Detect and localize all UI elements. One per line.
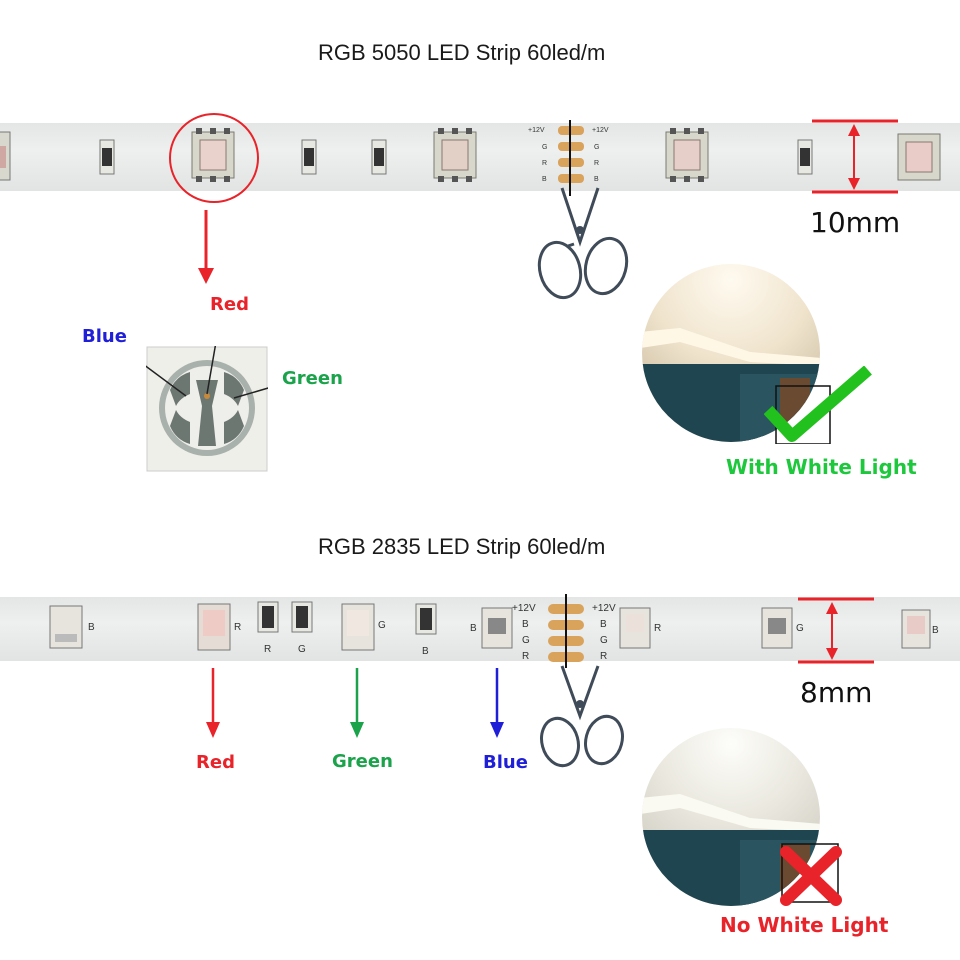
pad-label-left: R — [542, 160, 548, 167]
scissors-icon — [537, 187, 629, 300]
pad-label-left: G — [542, 144, 548, 151]
led-chip-2835 — [619, 607, 651, 649]
arrow-green — [350, 668, 364, 738]
pad-label-left: R — [522, 651, 530, 662]
pad-label-left: +12V — [528, 127, 545, 134]
width-marker-2835 — [798, 597, 874, 664]
strip-2835-components — [49, 594, 931, 668]
resistor — [99, 139, 813, 175]
pad-label-right: +12V — [592, 603, 616, 614]
pad-label-left: +12V — [512, 603, 536, 614]
white-light-room-image — [642, 264, 831, 444]
arrow-blue — [490, 668, 504, 738]
label-green-5050: Green — [282, 368, 343, 389]
chip-5050-zoom — [146, 346, 268, 472]
label-red-5050: Red — [210, 294, 249, 315]
label-blue-2835: Blue — [483, 752, 528, 773]
chip-letter: B — [88, 622, 95, 633]
led-chip-2835 — [481, 607, 513, 649]
label-red-2835: Red — [196, 752, 235, 773]
scissors-icon — [540, 665, 624, 768]
led-chip-5050 — [665, 128, 709, 182]
chip-letter: R — [264, 644, 272, 655]
led-chip-5050 — [897, 133, 941, 181]
led-chip-2835 — [341, 603, 375, 651]
led-chip-2835 — [761, 607, 793, 649]
led-chip-5050 — [0, 131, 11, 181]
pad-label-right: R — [600, 651, 608, 662]
chip-letter: G — [796, 623, 804, 634]
cross-icon — [780, 846, 842, 906]
chip-letter: B — [932, 625, 939, 636]
label-green-2835: Green — [332, 751, 393, 772]
led-chip-5050 — [191, 128, 235, 182]
pad-label-left: B — [522, 619, 529, 630]
led-chip-2835 — [197, 603, 231, 651]
led-chip-5050 — [433, 128, 477, 182]
strip-5050-components — [0, 120, 941, 196]
pad-label-left: G — [522, 635, 530, 646]
pad-label-right: +12V — [592, 127, 609, 134]
led-chip-2835 — [49, 605, 83, 649]
with-white-light-caption: With White Light — [726, 455, 917, 479]
pad-label-right: G — [594, 144, 600, 151]
chip-letter: R — [234, 622, 242, 633]
width-label-5050: 10mm — [810, 206, 901, 239]
width-label-2835: 8mm — [800, 676, 873, 709]
check-icon — [764, 366, 872, 442]
chip-zoom-indicator — [169, 113, 259, 284]
width-marker-5050 — [812, 119, 898, 194]
chip-letter: G — [298, 644, 306, 655]
chip-letter: B — [470, 623, 477, 634]
title-5050: RGB 5050 LED Strip 60led/m — [318, 40, 606, 65]
led-chip-2835 — [901, 609, 931, 649]
pad-label-right: R — [594, 160, 600, 167]
label-blue-5050: Blue — [82, 326, 127, 347]
no-white-light-caption: No White Light — [720, 913, 889, 937]
pad-label-left: B — [542, 176, 547, 183]
arrow-red — [206, 668, 220, 738]
led-strip-2835 — [0, 597, 960, 661]
pad-label-right: B — [600, 619, 607, 630]
pad-label-right: B — [594, 176, 599, 183]
chip-letter: G — [378, 620, 386, 631]
chip-letter: B — [422, 646, 429, 657]
pad-label-right: G — [600, 635, 608, 646]
title-2835: RGB 2835 LED Strip 60led/m — [318, 534, 606, 559]
chip-letter: R — [654, 623, 662, 634]
resistor — [257, 601, 437, 635]
